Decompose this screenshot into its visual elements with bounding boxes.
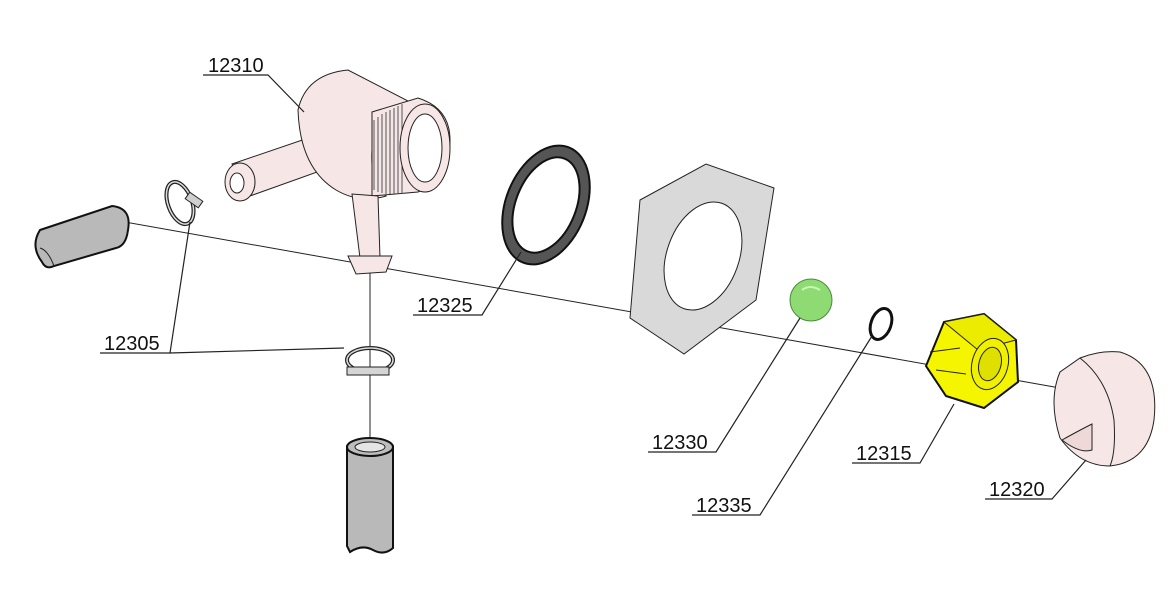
hex-nut bbox=[924, 312, 1020, 410]
part-labels: 12310 12305 12325 12330 12335 12315 1232… bbox=[104, 55, 1045, 517]
tee-fitting bbox=[224, 69, 451, 275]
gasket-ring bbox=[501, 144, 591, 266]
label-12315: 12315 bbox=[856, 443, 912, 465]
hose-clamp-bottom bbox=[345, 346, 395, 376]
hose-bottom bbox=[346, 437, 394, 554]
label-12305: 12305 bbox=[104, 333, 160, 355]
label-12330: 12330 bbox=[652, 432, 708, 454]
mounting-plate bbox=[629, 163, 775, 355]
label-12335: 12335 bbox=[696, 495, 752, 517]
end-cap bbox=[1053, 351, 1156, 467]
leader-lines bbox=[100, 74, 1087, 516]
label-12310: 12310 bbox=[208, 55, 264, 77]
hose-left bbox=[34, 204, 130, 269]
hose-clamp-left bbox=[164, 179, 204, 227]
assembly-axes bbox=[124, 190, 1061, 440]
label-12320: 12320 bbox=[989, 479, 1045, 501]
o-ring bbox=[868, 307, 894, 341]
label-12325: 12325 bbox=[417, 295, 473, 317]
ball bbox=[789, 278, 833, 322]
